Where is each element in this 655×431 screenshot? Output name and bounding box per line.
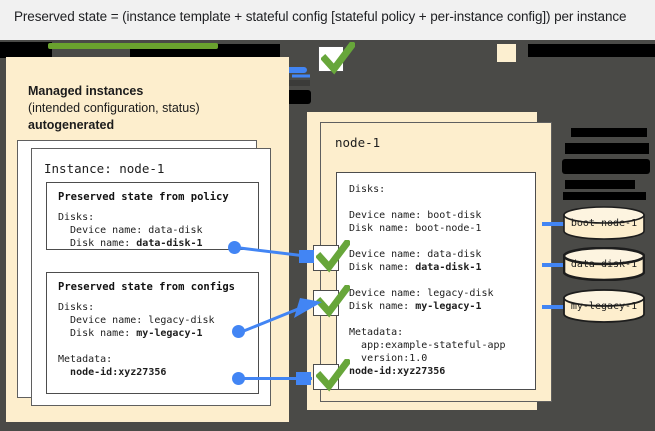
disk-label-legacy: my-legacy-1 xyxy=(570,301,638,312)
managed-instances-heading: Managed instances (intended configuratio… xyxy=(28,83,278,134)
connector-dot-metadata xyxy=(232,372,245,385)
redacted-bar-right-2 xyxy=(565,143,649,154)
policy-box-body: Disks: Device name: data-disk Disk name:… xyxy=(58,211,203,250)
policy-disk-name-value: data-disk-1 xyxy=(136,238,203,249)
node-metadata-1: version:1.0 xyxy=(349,353,427,364)
node-metadata-label: Metadata: xyxy=(349,327,404,338)
node-metadata-0: app:example-stateful-app xyxy=(349,340,506,351)
disk-cylinder-legacy: my-legacy-1 xyxy=(563,289,645,323)
disk-cylinder-boot: boot-node-1 xyxy=(563,206,645,240)
caption-bar: Preserved state = (instance template + s… xyxy=(0,0,655,40)
configs-line-device: Device name: legacy-disk xyxy=(58,315,215,326)
configs-box-body: Disks: Device name: legacy-disk Disk nam… xyxy=(58,301,215,379)
disk-link-data xyxy=(542,263,564,267)
redacted-bar-top-left xyxy=(0,42,52,58)
policy-line-diskname: Disk name: data-disk-1 xyxy=(58,238,203,249)
node-disk-1-device: Device name: data-disk xyxy=(349,249,482,260)
node-disk-2-value: my-legacy-1 xyxy=(415,301,482,312)
disk-link-boot xyxy=(542,222,564,226)
configs-line-diskname: Disk name: my-legacy-1 xyxy=(58,328,203,339)
node-details-box: Disks: Device name: boot-disk Disk name:… xyxy=(336,172,536,390)
policy-line-device: Device name: data-disk xyxy=(58,225,203,236)
caption-text: Preserved state = (instance template + s… xyxy=(14,9,627,24)
redacted-bar-right-1 xyxy=(571,128,647,137)
configs-line-disks: Disks: xyxy=(58,302,95,313)
disk-cylinder-icon xyxy=(563,289,645,323)
node-card-title: node-1 xyxy=(335,135,381,150)
policy-line-disks: Disks: xyxy=(58,212,95,223)
redacted-bar-top-right xyxy=(528,44,655,57)
connector-dot-configs-disk xyxy=(232,325,245,338)
check-box-top xyxy=(318,46,344,72)
configs-line-metadata: Metadata: xyxy=(58,354,113,365)
redacted-bar-right-5 xyxy=(563,192,646,200)
redacted-bar-right-3 xyxy=(562,159,650,174)
disk-cylinder-icon xyxy=(563,206,645,240)
node-disk-0-name: Disk name: boot-node-1 xyxy=(349,223,482,234)
instance-card-title: Instance: node-1 xyxy=(44,161,165,176)
configs-metadata-value: node-id:xyz27356 xyxy=(58,367,166,378)
connector-end-metadata xyxy=(296,372,311,385)
node-metadata-1-text: version:1.0 xyxy=(361,353,428,364)
check-box-metadata xyxy=(313,364,339,390)
disk-link-legacy xyxy=(542,305,564,309)
connector-arrow-configs-disk xyxy=(294,298,322,318)
connector-dot-policy xyxy=(228,241,241,254)
node-disk-1-value: data-disk-1 xyxy=(415,262,482,273)
node-metadata-0-text: app:example-stateful-app xyxy=(361,340,506,351)
node-disk-0-device: Device name: boot-disk xyxy=(349,210,482,221)
heading-line-1: Managed instances xyxy=(28,84,144,98)
node-disk-1-name: Disk name: data-disk-1 xyxy=(349,262,482,273)
heading-line-3: autogenerated xyxy=(28,118,115,132)
node-metadata-2: node-id:xyz27356 xyxy=(349,366,445,377)
node-details-body: Disks: Device name: boot-disk Disk name:… xyxy=(349,183,506,378)
tan-chip xyxy=(497,44,516,62)
node-disks-label: Disks: xyxy=(349,184,386,195)
node-disk-2-name: Disk name: my-legacy-1 xyxy=(349,301,482,312)
node-metadata-2-text: node-id:xyz27356 xyxy=(349,366,446,377)
node-disk-2-device: Device name: legacy-disk xyxy=(349,288,494,299)
check-box-data-disk xyxy=(313,245,339,271)
green-highlight-line xyxy=(48,43,218,49)
heading-line-2: (intended configuration, status) xyxy=(28,101,200,115)
disk-label-boot: boot-node-1 xyxy=(570,218,638,229)
disk-cylinder-icon xyxy=(562,246,646,282)
disk-cylinder-data: data-disk-1 xyxy=(562,246,646,282)
preserved-state-configs-box: Preserved state from configs Disks: Devi… xyxy=(46,272,259,394)
policy-box-title: Preserved state from policy xyxy=(58,191,229,203)
connector-line-metadata xyxy=(240,377,312,380)
connector-end-policy xyxy=(299,250,314,263)
configs-node-id: node-id:xyz27356 xyxy=(70,367,167,378)
redacted-bar-right-4 xyxy=(565,180,635,189)
configs-disk-name-value: my-legacy-1 xyxy=(136,328,203,339)
preserved-state-policy-box: Preserved state from policy Disks: Devic… xyxy=(46,182,259,250)
configs-box-title: Preserved state from configs xyxy=(58,281,236,293)
disk-label-data: data-disk-1 xyxy=(570,259,638,270)
